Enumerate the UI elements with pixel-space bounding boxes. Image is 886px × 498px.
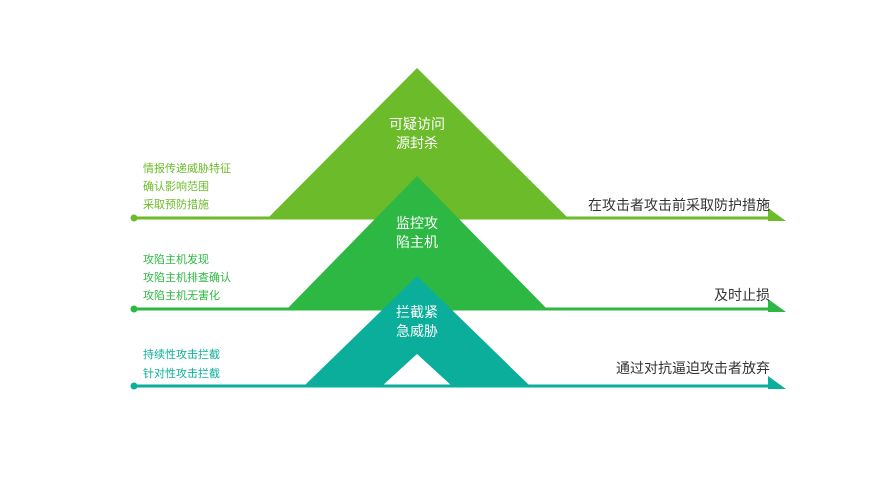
- tier-3-baseline-arrow: [768, 376, 786, 389]
- tier-3-left-item: 持续性攻击拦截: [143, 347, 220, 361]
- tier-3: 拦截紧 急威胁 持续性攻击拦截 针对性攻击拦截 通过对抗逼迫攻击者放弃: [130, 276, 786, 390]
- tier-2-left-item: 攻陷主机无害化: [143, 288, 220, 302]
- tier-1-left-item: 情报传递威胁特征: [143, 161, 231, 175]
- tier-1-title-line-2: 源封杀: [396, 136, 438, 152]
- tier-1-left-item: 确认影响范围: [143, 179, 209, 193]
- tier-2-title-line-1: 监控攻: [396, 216, 438, 232]
- tier-3-baseline-dot: [130, 382, 138, 390]
- tier-1-shape: [268, 68, 568, 218]
- tier-2-left-item: 攻陷主机发现: [143, 252, 209, 266]
- tier-1: 可疑访问 源封杀 情报传递威胁特征 确认影响范围 采取预防措施 在攻击者攻击前采…: [130, 68, 786, 222]
- tier-3-left-item: 针对性攻击拦截: [143, 366, 220, 380]
- tier-1-title-line-1: 可疑访问: [389, 117, 445, 133]
- tier-2: 监控攻 陷主机 攻陷主机发现 攻陷主机排查确认 攻陷主机无害化 及时止损: [130, 176, 786, 313]
- tier-2-left-item: 攻陷主机排查确认: [143, 270, 231, 284]
- tier-1-baseline-arrow: [768, 208, 786, 221]
- tier-1-baseline-dot: [130, 214, 138, 222]
- tier-1-right-note: 在攻击者攻击前采取防护措施: [588, 197, 770, 214]
- tier-2-baseline-arrow: [768, 299, 786, 312]
- tier-2-right-note: 及时止损: [714, 288, 770, 304]
- tier-3-title-line-1: 拦截紧: [396, 305, 438, 321]
- tier-1-left-item: 采取预防措施: [143, 197, 209, 211]
- tier-2-baseline-dot: [130, 305, 138, 313]
- tier-2-title-line-2: 陷主机: [396, 235, 438, 251]
- tier-3-title-line-2: 急威胁: [396, 324, 438, 340]
- tier-3-shape: [304, 276, 530, 386]
- tier-2-shape: [286, 176, 548, 310]
- tier-3-right-note: 通过对抗逼迫攻击者放弃: [616, 361, 770, 377]
